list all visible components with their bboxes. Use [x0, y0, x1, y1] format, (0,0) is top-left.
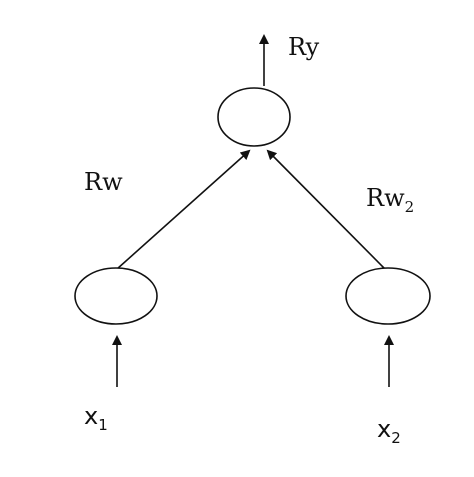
input-node-2: [345, 267, 431, 325]
output-label: Ry: [288, 33, 320, 61]
edge-left-to-output: [116, 149, 251, 270]
input-label-1: x1: [84, 402, 108, 434]
edge-left-label: Rw: [84, 168, 123, 196]
input-node-1: [74, 267, 158, 325]
edge-right-label-subscript: 2: [405, 198, 415, 216]
input-label-1-subscript: 1: [98, 416, 108, 434]
edge-right-label-base: Rw: [366, 184, 405, 212]
input-label-2: x2: [377, 415, 401, 447]
edge-right-label: Rw2: [366, 184, 414, 216]
input-label-1-base: x: [84, 402, 98, 430]
input-label-2-base: x: [377, 415, 391, 443]
edge-right-to-output: [266, 149, 386, 270]
output-node: [217, 87, 291, 147]
input-label-2-subscript: 2: [391, 429, 401, 447]
